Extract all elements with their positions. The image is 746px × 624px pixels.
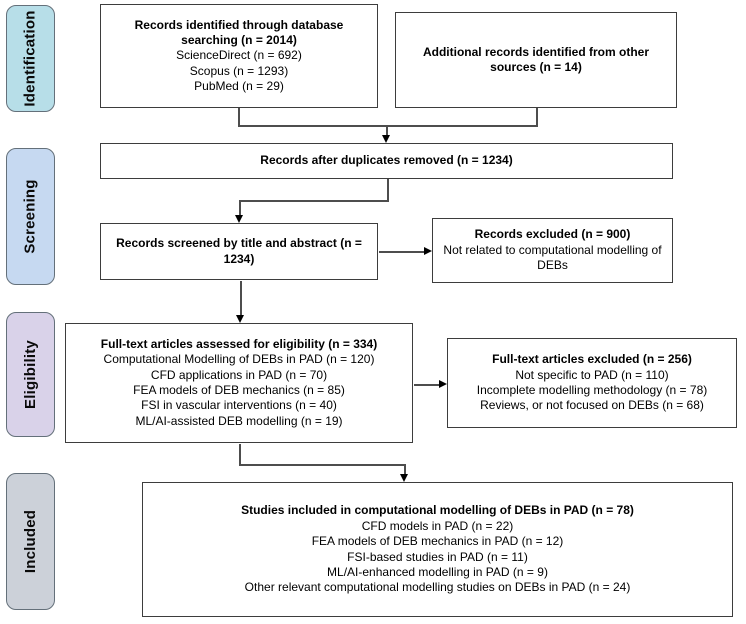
stage-label-text: Included — [22, 509, 39, 574]
box-duplicates-removed: Records after duplicates removed (n = 12… — [100, 143, 673, 179]
box-line: CFD models in PAD (n = 22) — [361, 518, 514, 533]
stage-label-text: Screening — [22, 179, 40, 254]
connector-line — [404, 464, 406, 475]
stage-label-text: Identification — [22, 10, 40, 107]
arrowhead-down — [382, 135, 390, 143]
box-line: ML/AI-assisted DEB modelling (n = 19) — [135, 413, 343, 428]
box-title: Records screened by title and abstract (… — [116, 236, 362, 266]
box-additional-records: Additional records identified from other… — [395, 12, 677, 108]
box-fulltext-assessed: Full-text articles assessed for eligibil… — [65, 323, 413, 443]
box-line: FEA models of DEB mechanics (n = 85) — [133, 383, 345, 397]
arrowhead-down — [235, 215, 243, 223]
connector-line — [414, 384, 440, 386]
box-line: Not related to computational modelling o… — [443, 242, 662, 273]
box-line: FEA models of DEB mechanics in PAD (n = … — [311, 534, 564, 549]
box-title: Additional records identified from other… — [422, 44, 649, 74]
connector-line — [238, 125, 538, 127]
box-line: Computational Modelling of DEBs in PAD (… — [103, 352, 375, 367]
box-line: ScienceDirect (n = 692) — [176, 48, 302, 63]
arrowhead-right — [424, 247, 432, 255]
arrowhead-right — [439, 380, 447, 388]
box-line: Reviews, or not focused on DEBs (n = 68) — [480, 398, 704, 413]
connector-line — [379, 251, 425, 253]
stage-label-eligibility: Eligibility — [6, 312, 55, 437]
box-title: Records excluded (n = 900) — [474, 227, 631, 242]
connector-line — [238, 108, 240, 126]
box-fulltext-excluded: Full-text articles excluded (n = 256) No… — [447, 338, 737, 428]
stage-label-screening: Screening — [6, 148, 55, 285]
stage-label-text: Eligibility — [22, 340, 39, 409]
stage-label-identification: Identification — [6, 5, 55, 112]
box-line: CFD applications in PAD (n = 70) — [150, 367, 328, 382]
connector-line — [386, 125, 388, 136]
box-title: Full-text articles assessed for eligibil… — [100, 336, 378, 351]
box-title: Records after duplicates removed (n = 12… — [260, 153, 513, 168]
box-studies-included: Studies included in computational modell… — [142, 482, 733, 617]
arrowhead-down — [400, 474, 408, 482]
box-line: ML/AI-enhanced modelling in PAD (n = 9) — [327, 564, 548, 579]
connector-line — [536, 108, 538, 126]
box-title: Full-text articles excluded (n = 256) — [492, 352, 692, 367]
box-line: FSI in vascular interventions (n = 40) — [141, 398, 337, 413]
box-line: Other relevant computational modelling s… — [244, 580, 631, 595]
box-line: Not specific to PAD (n = 110) — [515, 367, 669, 382]
box-line: PubMed (n = 29) — [194, 79, 284, 94]
box-title: Records identified through database sear… — [134, 17, 344, 47]
box-line: Incomplete modelling methodology (n = 78… — [476, 383, 708, 397]
connector-line — [239, 200, 241, 216]
connector-line — [239, 200, 389, 202]
arrowhead-down — [236, 315, 244, 323]
box-title: Studies included in computational modell… — [241, 503, 634, 518]
connector-line — [240, 281, 242, 316]
box-line: Scopus (n = 1293) — [189, 63, 289, 78]
box-records-identified: Records identified through database sear… — [100, 4, 378, 108]
connector-line — [239, 444, 241, 466]
box-records-excluded: Records excluded (n = 900) Not related t… — [432, 218, 673, 283]
box-records-screened: Records screened by title and abstract (… — [100, 223, 378, 280]
box-line: FSI-based studies in PAD (n = 11) — [347, 549, 528, 564]
connector-line — [387, 179, 389, 201]
connector-line — [239, 464, 406, 466]
stage-label-included: Included — [6, 473, 55, 610]
